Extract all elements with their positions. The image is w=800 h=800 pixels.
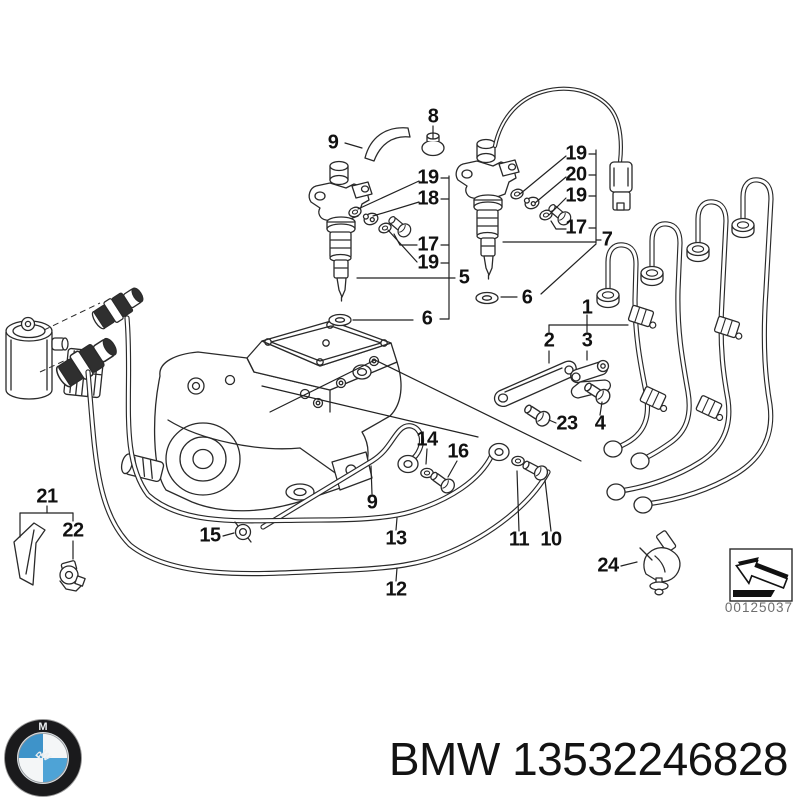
callout-17-b: 17 [565, 216, 587, 239]
callout-9-top: 9 [327, 131, 339, 154]
injection-pipes-1 [596, 177, 774, 514]
callout-19-b: 19 [417, 251, 439, 274]
callout-1: 1 [581, 296, 593, 319]
callout-8: 8 [427, 105, 439, 128]
vent-hose-9 [364, 127, 411, 162]
callout-7: 7 [601, 228, 613, 251]
sensor-wire-connector [492, 86, 633, 211]
leader-lines [19, 125, 638, 582]
direction-arrow-box [729, 548, 793, 602]
callout-3: 3 [581, 329, 593, 352]
image-number-watermark: 00125037 [725, 600, 793, 615]
bmw-logo: B M W [4, 719, 82, 797]
logo-letter-m: M [38, 721, 47, 733]
callout-24: 24 [597, 554, 619, 577]
part-number-text: BMW 13532246828 [388, 733, 789, 785]
callout-6-a: 6 [421, 307, 433, 330]
logo-quadrant-br [43, 758, 68, 783]
callout-17-a: 17 [417, 233, 439, 256]
callout-19-a: 19 [417, 166, 439, 189]
quick-coupling-upper [88, 282, 148, 333]
callout-14: 14 [416, 428, 438, 451]
bolt-23 [520, 400, 554, 430]
logo-quadrant-tr [43, 733, 68, 758]
hose-clamp-15 [234, 521, 252, 543]
callout-15: 15 [199, 524, 221, 547]
injector-5 [308, 160, 373, 327]
callout-20: 20 [565, 163, 587, 186]
callout-23: 23 [556, 412, 578, 435]
fuel-hose-13 [124, 315, 495, 524]
injection-pump [120, 320, 402, 512]
callout-18: 18 [417, 187, 439, 210]
holder-24 [639, 530, 681, 596]
fuel-hose-12 [85, 369, 551, 577]
logo-quadrant-bl [18, 758, 43, 783]
callout-2: 2 [543, 329, 555, 352]
callout-6-b: 6 [521, 286, 533, 309]
callout-9-mid: 9 [366, 491, 378, 514]
banjo-fitting-hose13 [488, 442, 510, 462]
callout-12: 12 [385, 578, 407, 601]
callout-10: 10 [540, 528, 562, 551]
callout-21: 21 [36, 485, 58, 508]
stop-lever-2 [493, 360, 577, 408]
callout-5: 5 [458, 266, 470, 289]
callout-4: 4 [594, 412, 606, 435]
seal-fan-left [346, 204, 414, 241]
bracket-21 [13, 522, 46, 586]
logo-quadrant-tl [18, 733, 43, 758]
seal-fan-right [508, 186, 574, 229]
callout-13: 13 [385, 527, 407, 550]
assembly-axis-lower [39, 359, 67, 373]
callout-11: 11 [508, 528, 530, 551]
alignment-lines [261, 359, 582, 462]
callout-19-c: 19 [565, 142, 587, 165]
banjo-fitting-pipe9 [397, 454, 419, 474]
assembly-axis-upper [43, 302, 101, 331]
callout-22: 22 [62, 519, 84, 542]
callout-19-d: 19 [565, 184, 587, 207]
callout-16: 16 [447, 440, 469, 463]
return-pipe-9 [260, 423, 425, 530]
washer-11 [511, 455, 525, 467]
clip-22 [59, 560, 86, 592]
